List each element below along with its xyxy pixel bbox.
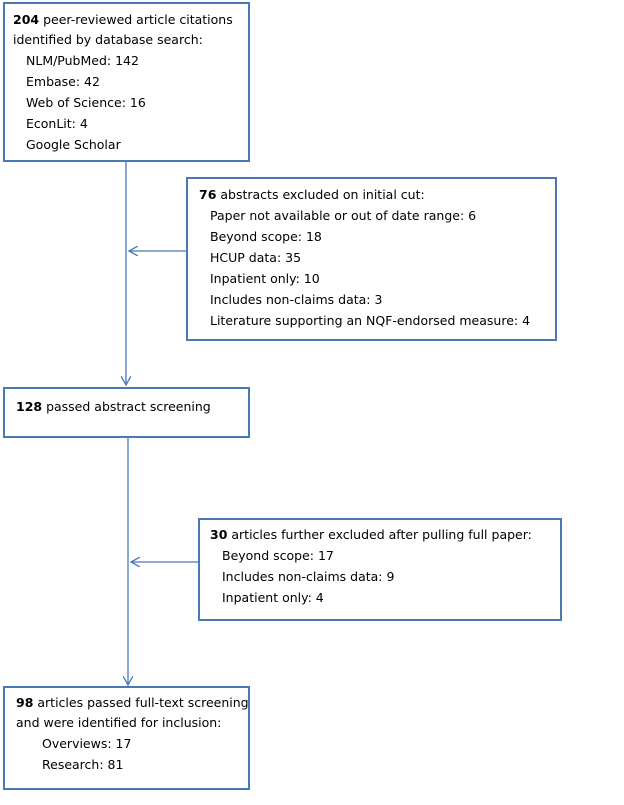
initial-exclusion-box: 76 abstracts excluded on initial cut: Pa… xyxy=(186,177,557,341)
box1-item: NLM/PubMed: 142 xyxy=(26,53,139,68)
fulltext-exclusion-box: 30 articles further excluded after pulli… xyxy=(198,518,562,621)
box1-heading-2: identified by database search: xyxy=(13,32,203,47)
box5-count: 98 xyxy=(16,695,34,710)
abstract-screening-box: 128 passed abstract screening xyxy=(3,387,250,438)
database-search-box: 204 peer-reviewed article citations iden… xyxy=(3,2,250,162)
box2-item: Beyond scope: 18 xyxy=(210,229,322,244)
box3-count: 128 xyxy=(16,399,43,414)
box5-item: Research: 81 xyxy=(42,757,124,772)
box1-count: 204 xyxy=(13,12,40,27)
box2-text: abstracts excluded on initial cut: xyxy=(216,187,425,202)
box2-count: 76 xyxy=(199,187,217,202)
box5-heading: 98 articles passed full-text screening xyxy=(16,693,249,714)
box5-text: articles passed full-text screening xyxy=(33,695,249,710)
box1-item: Embase: 42 xyxy=(26,74,100,89)
box4-item: Includes non-claims data: 9 xyxy=(222,569,395,584)
box1-item: Web of Science: 16 xyxy=(26,95,146,110)
box4-item: Inpatient only: 4 xyxy=(222,590,324,605)
box2-item: Inpatient only: 10 xyxy=(210,271,320,286)
box1-text: peer-reviewed article citations xyxy=(39,12,233,27)
box2-item: Literature supporting an NQF-endorsed me… xyxy=(210,313,531,328)
box5-heading-2: and were identified for inclusion: xyxy=(16,715,222,730)
box1-item: EconLit: 4 xyxy=(26,116,88,131)
box4-text: articles further excluded after pulling … xyxy=(227,527,532,542)
box2-item: Includes non-claims data: 3 xyxy=(210,292,383,307)
box2-item: HCUP data: 35 xyxy=(210,250,302,265)
box4-heading: 30 articles further excluded after pulli… xyxy=(210,525,532,546)
box3-heading: 128 passed abstract screening xyxy=(16,397,211,418)
inclusion-box: 98 articles passed full-text screening a… xyxy=(3,686,250,790)
box2-item: Paper not available or out of date range… xyxy=(210,208,477,223)
box1-item: Google Scholar xyxy=(26,137,121,152)
box4-count: 30 xyxy=(210,527,228,542)
box3-text: passed abstract screening xyxy=(42,399,211,414)
box5-item: Overviews: 17 xyxy=(42,736,132,751)
box4-item: Beyond scope: 17 xyxy=(222,548,334,563)
box2-heading: 76 abstracts excluded on initial cut: xyxy=(199,185,425,206)
box1-heading: 204 peer-reviewed article citations xyxy=(13,10,233,31)
